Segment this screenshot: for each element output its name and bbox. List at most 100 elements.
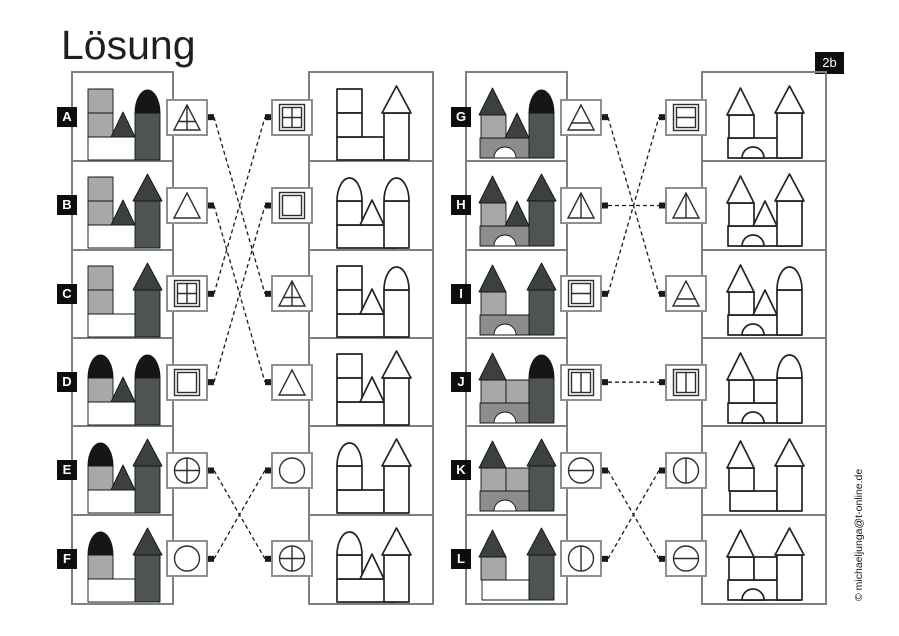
- circle-icon: [173, 545, 201, 573]
- triangle-icon: [172, 191, 202, 219]
- outline-picture-A-shows-C: [336, 85, 412, 161]
- row-divider: [703, 513, 825, 516]
- outline-picture-L-shows-K: [726, 526, 805, 601]
- row-label-K: K: [451, 460, 471, 481]
- square-v-icon: [672, 368, 700, 396]
- outlines-panel-left: [308, 71, 434, 605]
- symbol-box-D-left: [166, 363, 208, 401]
- row-divider: [467, 336, 566, 339]
- row-divider: [703, 248, 825, 251]
- row-divider: [310, 336, 432, 339]
- row-divider: [467, 160, 566, 163]
- block-picture-F: [87, 527, 163, 603]
- circle-cross-icon: [173, 457, 201, 484]
- square-icon: [278, 191, 306, 220]
- circle-v-icon: [567, 545, 595, 573]
- circle-icon: [278, 457, 306, 484]
- symbol-box-E-right: [271, 451, 313, 489]
- outline-picture-I-shows-G: [726, 263, 803, 336]
- row-divider: [467, 425, 566, 428]
- square-h-icon: [567, 280, 595, 308]
- triangle-icon: [277, 368, 307, 396]
- block-picture-I: [478, 262, 557, 336]
- row-label-D: D: [57, 372, 77, 393]
- row-divider: [73, 160, 172, 163]
- symbol-box-D-right: [271, 363, 313, 401]
- symbol-box-L-right: [665, 540, 707, 578]
- outline-picture-G-shows-I: [726, 85, 805, 159]
- symbol-box-K-left: [560, 451, 602, 489]
- square-icon: [173, 368, 201, 396]
- block-picture-H: [478, 173, 557, 247]
- symbol-box-E-left: [166, 451, 208, 489]
- row-divider: [310, 248, 432, 251]
- triangle-v-icon: [671, 191, 701, 219]
- row-divider: [703, 336, 825, 339]
- symbol-box-K-right: [665, 451, 707, 489]
- row-divider: [703, 425, 825, 428]
- symbol-box-I-right: [665, 275, 707, 313]
- triangle-cross-icon: [277, 279, 307, 308]
- symbol-box-F-right: [271, 540, 313, 578]
- outline-picture-D-shows-B: [336, 350, 412, 426]
- outline-picture-B-shows-D: [336, 177, 410, 250]
- symbol-box-L-left: [560, 540, 602, 578]
- page-number-badge: 2b: [815, 52, 844, 74]
- outlines-panel-right: [701, 71, 827, 605]
- row-divider: [467, 248, 566, 251]
- row-label-F: F: [57, 548, 77, 569]
- symbol-box-B-right: [271, 186, 313, 224]
- row-divider: [73, 248, 172, 251]
- outline-picture-E-shows-F: [336, 438, 412, 515]
- block-picture-K: [478, 438, 557, 512]
- block-picture-C: [87, 262, 163, 338]
- row-label-B: B: [57, 195, 77, 216]
- pictures-panel-right: [465, 71, 568, 605]
- pictures-panel-left: [71, 71, 174, 605]
- symbol-box-A-right: [271, 98, 313, 136]
- outline-picture-C-shows-A: [336, 264, 410, 338]
- row-label-C: C: [57, 283, 77, 304]
- row-label-H: H: [451, 195, 471, 216]
- triangle-h-icon: [671, 279, 701, 308]
- row-label-E: E: [57, 460, 77, 481]
- symbol-box-J-right: [665, 363, 707, 401]
- row-divider: [310, 425, 432, 428]
- square-v-icon: [567, 368, 595, 396]
- row-divider: [73, 336, 172, 339]
- triangle-h-icon: [566, 103, 596, 131]
- row-label-L: L: [451, 548, 471, 569]
- block-picture-G: [478, 87, 555, 159]
- block-picture-J: [478, 352, 555, 424]
- symbol-box-C-right: [271, 275, 313, 313]
- circle-cross-icon: [278, 545, 306, 573]
- block-picture-E: [87, 438, 163, 514]
- symbol-box-C-left: [166, 275, 208, 313]
- triangle-cross-icon: [172, 103, 202, 131]
- symbol-box-A-left: [166, 98, 208, 136]
- copyright-note: © michaeljunga@t-online.de: [853, 468, 865, 601]
- row-divider: [73, 425, 172, 428]
- row-divider: [310, 513, 432, 516]
- circle-h-icon: [567, 457, 595, 484]
- outline-picture-J-shows-J: [726, 352, 803, 424]
- outline-picture-F-shows-E: [336, 526, 412, 603]
- symbol-box-H-left: [560, 186, 602, 224]
- row-divider: [703, 160, 825, 163]
- symbol-box-H-right: [665, 186, 707, 224]
- row-label-I: I: [451, 283, 471, 304]
- symbol-box-J-left: [560, 363, 602, 401]
- symbol-box-B-left: [166, 186, 208, 224]
- row-divider: [73, 513, 172, 516]
- block-picture-B: [87, 173, 163, 249]
- square-h-icon: [672, 103, 700, 131]
- square-cross-icon: [278, 103, 306, 131]
- block-picture-A: [87, 88, 161, 161]
- circle-h-icon: [672, 545, 700, 573]
- row-label-J: J: [451, 372, 471, 393]
- row-label-G: G: [451, 107, 471, 128]
- outline-picture-H-shows-H: [726, 173, 805, 248]
- symbol-box-I-left: [560, 275, 602, 313]
- outline-picture-K-shows-L: [726, 438, 805, 513]
